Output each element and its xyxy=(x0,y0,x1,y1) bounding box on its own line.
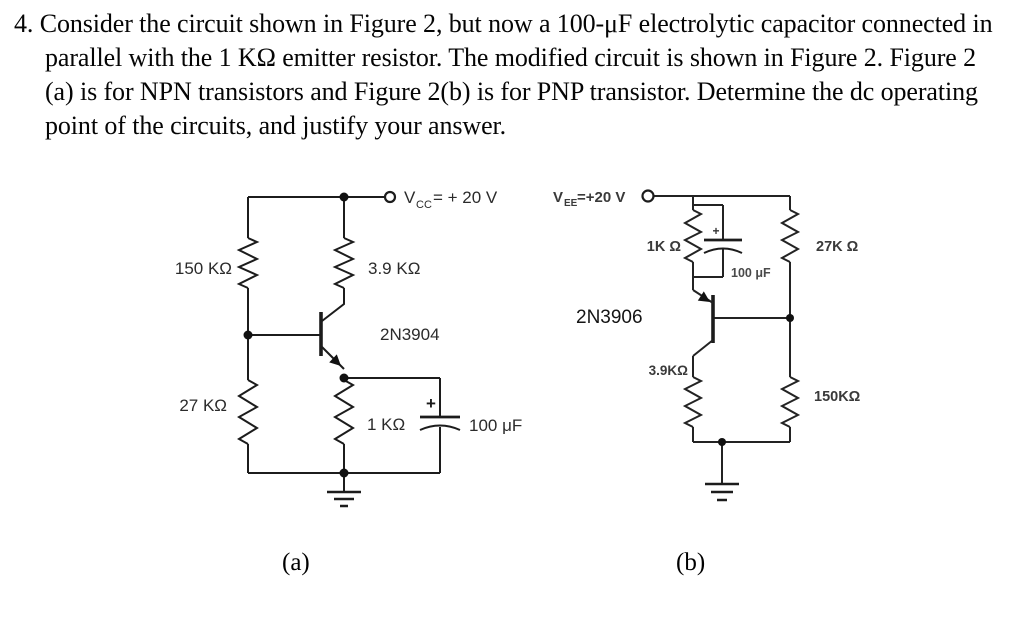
figure-a-caption: (a) xyxy=(282,549,310,576)
capacitor-plus-sign: + xyxy=(712,224,719,238)
transistor-2n3904 xyxy=(319,288,345,370)
figure-b-circuit: + V EE =+20 V 1K Ω 27K Ω 100 μF 2N3906 3… xyxy=(553,189,861,576)
resistor-3p9k-label: 3.9 KΩ xyxy=(368,259,420,278)
resistor-27k xyxy=(237,379,259,445)
junction-dot xyxy=(339,373,349,383)
vee-label-value: =+20 V xyxy=(577,189,625,206)
problem-line-4: point of the circuits, and justify your … xyxy=(45,111,507,140)
transistor-2n3904-label: 2N3904 xyxy=(380,325,440,344)
figure-b-caption: (b) xyxy=(676,549,705,576)
transistor-2n3906-label: 2N3906 xyxy=(576,307,643,328)
junction-dot xyxy=(718,438,726,446)
resistor-150k-b-label: 150KΩ xyxy=(814,389,861,405)
problem-line-2: parallel with the 1 KΩ emitter resistor.… xyxy=(45,43,977,72)
capacitor-100uf-b-label: 100 μF xyxy=(731,266,771,280)
junction-dot xyxy=(339,468,349,478)
resistor-27k-label: 27 KΩ xyxy=(179,396,227,415)
problem-line-1: 4. Consider the circuit shown in Figure … xyxy=(14,9,993,38)
vee-label-base: V xyxy=(553,189,563,206)
npn-emitter-arrow-icon xyxy=(329,354,341,366)
vcc-label-value: = + 20 V xyxy=(433,188,498,207)
vee-label-sub: EE xyxy=(564,198,578,209)
resistor-1k-b xyxy=(682,209,704,263)
ground-symbol-b xyxy=(705,482,739,502)
transistor-collector-lead xyxy=(321,288,345,322)
problem-line-3: (a) is for NPN transistors and Figure 2(… xyxy=(45,77,978,106)
capacitor-plus-sign: + xyxy=(426,394,436,413)
resistor-1k-b-label: 1K Ω xyxy=(647,239,682,255)
figure-a-wires xyxy=(247,196,441,491)
capacitor-100uf-a-label: 100 μF xyxy=(469,416,522,435)
junction-dot xyxy=(243,330,253,340)
capacitor-100uf-a: + xyxy=(419,394,461,431)
figure-a-circuit: + V CC = + 20 V 150 KΩ 3.9 KΩ 2N3904 27 … xyxy=(175,188,522,576)
resistor-27k-b xyxy=(779,209,801,263)
vee-terminal-icon xyxy=(641,189,655,203)
resistor-27k-b-label: 27K Ω xyxy=(816,239,859,255)
capacitor-curved-plate xyxy=(419,424,461,431)
vcc-terminal-icon xyxy=(383,190,397,204)
resistor-150k xyxy=(236,237,260,289)
transistor-2n3906 xyxy=(692,289,715,357)
vcc-label-sub: CC xyxy=(416,199,432,211)
resistor-150k-label: 150 KΩ xyxy=(175,259,232,278)
resistor-3p9k-b-label: 3.9KΩ xyxy=(649,363,689,378)
transistor-collector-lead xyxy=(692,339,714,357)
capacitor-curved-plate xyxy=(703,247,743,254)
resistor-3p9k xyxy=(332,237,356,289)
resistor-150k-b xyxy=(779,376,801,428)
resistor-3p9k-b xyxy=(682,376,704,428)
capacitor-100uf-b: + xyxy=(703,224,743,254)
figure-b-wires xyxy=(653,195,791,483)
junction-dot xyxy=(339,192,349,202)
pnp-emitter-arrow-icon xyxy=(697,291,710,302)
resistor-1k xyxy=(333,379,355,445)
vcc-label-base: V xyxy=(404,188,416,207)
ground-symbol-a xyxy=(327,490,361,508)
junction-dot xyxy=(786,314,794,322)
resistor-1k-label: 1 KΩ xyxy=(367,415,405,434)
